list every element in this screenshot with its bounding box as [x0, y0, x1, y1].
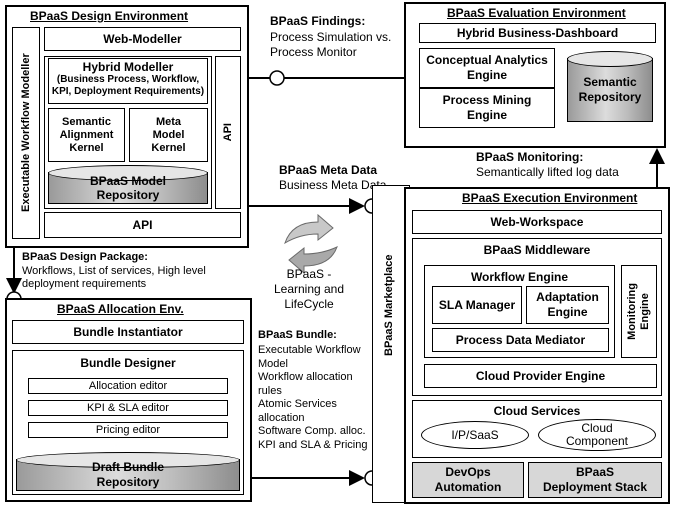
devops-automation: DevOps Automation	[412, 462, 524, 498]
cloud-provider-engine: Cloud Provider Engine	[424, 364, 657, 388]
process-data-mediator: Process Data Mediator	[432, 328, 609, 352]
semantic-repository-label: Semantic Repository	[578, 75, 642, 104]
semantic-repository: Semantic Repository	[567, 51, 653, 122]
hybrid-business-dashboard: Hybrid Business-Dashboard	[419, 23, 656, 43]
kpi-sla-editor: KPI & SLA editor	[28, 400, 228, 416]
api-side: API	[215, 56, 241, 209]
design-environment-title: BPaaS Design Environment	[30, 9, 189, 23]
cloud-component: Cloud Component	[538, 419, 656, 451]
hybrid-modeller: Hybrid Modeller (Business Process, Workf…	[48, 58, 208, 104]
meta-model-kernel: Meta Model Kernel	[129, 108, 208, 162]
sla-manager: SLA Manager	[432, 286, 522, 324]
findings-title: BPaaS Findings:	[270, 14, 366, 28]
model-repository-label: BPaaS Model Repository	[89, 174, 167, 202]
lifecycle-text: BPaaS - Learning and LifeCycle	[273, 267, 345, 311]
meta-data-title: BPaaS Meta Data	[279, 163, 378, 177]
bundle-designer-title: Bundle Designer	[80, 356, 176, 370]
bundle-text: Executable Workflow Model Workflow alloc…	[258, 344, 368, 451]
api-bottom: API	[44, 212, 241, 238]
api-side-label: API	[222, 123, 234, 142]
evaluation-environment-title: BPaaS Evaluation Environment	[447, 6, 626, 20]
bundle-title: BPaaS Bundle:	[258, 329, 337, 341]
monitoring-engine-label: Monitoring Engine	[626, 283, 651, 340]
bundle-instantiator: Bundle Instantiator	[12, 320, 244, 344]
web-modeller: Web-Modeller	[44, 27, 241, 51]
executable-workflow-modeller: Executable Workflow Modeller	[12, 27, 40, 239]
cloud-services-title: Cloud Services	[493, 404, 581, 418]
marketplace-label: BPaaS Marketplace	[383, 254, 395, 356]
findings-connector-icon	[269, 70, 285, 86]
hybrid-modeller-title: Hybrid Modeller	[82, 60, 174, 74]
pricing-editor: Pricing editor	[28, 422, 228, 438]
lifecycle-arrows-icon	[284, 213, 338, 275]
allocation-editor: Allocation editor	[28, 378, 228, 394]
meta-data-text: Business Meta Data	[279, 178, 387, 192]
semantic-alignment-kernel: Semantic Alignment Kernel	[48, 108, 125, 162]
findings-text: Process Simulation vs. Process Monitor	[270, 30, 392, 59]
draft-bundle-repository: Draft Bundle Repository	[16, 452, 240, 491]
deployment-stack: BPaaS Deployment Stack	[528, 462, 662, 498]
design-package-text: Workflows, List of services, High level …	[22, 265, 206, 290]
process-mining-engine: Process Mining Engine	[419, 88, 555, 128]
workflow-engine-title: Workflow Engine	[470, 270, 569, 284]
execution-environment-title: BPaaS Execution Environment	[462, 191, 638, 205]
hybrid-modeller-desc: (Business Process, Workflow, KPI, Deploy…	[51, 74, 205, 97]
allocation-environment-title: BPaaS Allocation Env.	[57, 302, 184, 316]
web-workspace: Web-Workspace	[412, 210, 662, 234]
monitoring-text: Semantically lifted log data	[476, 165, 619, 179]
design-package-title: BPaaS Design Package:	[22, 251, 148, 263]
draft-bundle-repository-label: Draft Bundle Repository	[92, 460, 164, 489]
middleware-title: BPaaS Middleware	[483, 243, 591, 257]
monitoring-engine: Monitoring Engine	[621, 265, 657, 358]
model-repository: BPaaS Model Repository	[48, 165, 208, 204]
conceptual-analytics-engine: Conceptual Analytics Engine	[419, 48, 555, 88]
ip-saas: I/P/SaaS	[421, 421, 529, 449]
monitoring-title: BPaaS Monitoring:	[476, 150, 584, 164]
adaptation-engine: Adaptation Engine	[526, 286, 609, 324]
